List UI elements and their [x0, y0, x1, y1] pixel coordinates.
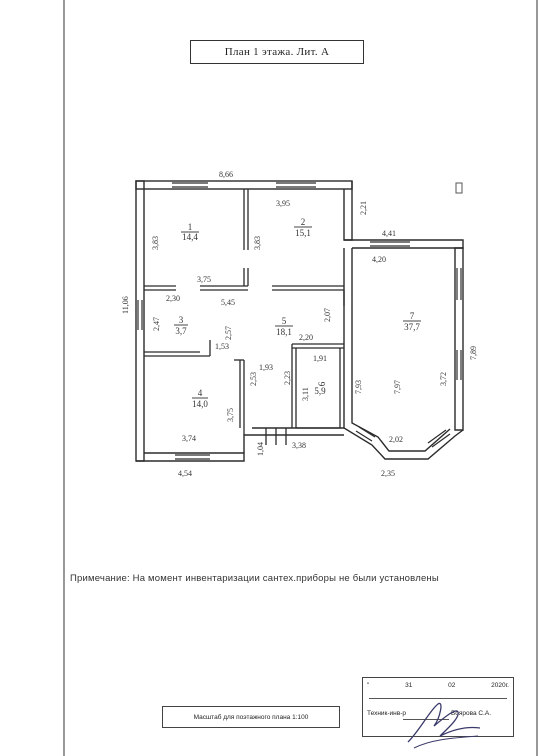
signature-icon — [407, 702, 481, 749]
stamp-year: 2020г. — [491, 682, 509, 689]
stamp-date-row: " 31 02 2020г. — [367, 682, 509, 689]
dim-room6-side2: 3,11 — [301, 387, 310, 401]
room-6-area: 5,9 — [314, 386, 326, 396]
stamp-name: Боярова С.А. — [451, 710, 492, 717]
room-3-area: 3,7 — [175, 326, 187, 336]
dim-room1-width: 3,75 — [197, 275, 211, 284]
dim-room4-width: 3,74 — [182, 434, 196, 443]
dim-hall-lower: 1,93 — [259, 363, 273, 372]
stamp-day: 31 — [405, 682, 413, 689]
dim-bay-outer: 2,35 — [381, 469, 395, 478]
plan-title: План 1 этажа. Лит. А — [190, 40, 364, 64]
room-2-number: 2 — [301, 217, 306, 227]
room-4-number: 4 — [198, 388, 203, 398]
dim-total-height: 11,06 — [121, 296, 130, 314]
dim-bay-inner: 2,02 — [389, 435, 403, 444]
dimension-labels: 8,66 11,06 3,83 3,75 3,95 3,83 2,21 4,41… — [121, 170, 478, 478]
room-labels: 1 14,4 2 15,1 3 3,7 4 14,0 5 18,1 6 5,9 … — [174, 217, 421, 409]
dim-room3-height: 2,47 — [152, 317, 161, 331]
room-4-area: 14,0 — [192, 399, 208, 409]
room-1-area: 14,4 — [182, 232, 198, 242]
dim-room3-width: 2,30 — [166, 294, 180, 303]
dim-room6-inner: 1,91 — [313, 354, 327, 363]
dim-total-width: 8,66 — [219, 170, 233, 179]
windows — [137, 182, 462, 460]
dim-room6-side: 2,23 — [283, 371, 292, 385]
dim-hall-small: 1,53 — [215, 342, 229, 351]
interior-walls — [144, 189, 345, 445]
room-5-area: 18,1 — [276, 327, 292, 337]
dim-porch-w: 3,38 — [292, 441, 306, 450]
room-2-area: 15,1 — [295, 228, 311, 238]
dim-room2-width: 3,95 — [276, 199, 290, 208]
dim-room4-height: 3,75 — [226, 408, 235, 422]
dim-hall-inner: 2,57 — [224, 326, 233, 340]
plan-note: Примечание: На момент инвентаризации сан… — [70, 573, 439, 584]
stamp-divider — [369, 698, 507, 699]
dim-room1-height: 3,83 — [151, 236, 160, 250]
dim-room7-top-inner: 4,20 — [372, 255, 386, 264]
dim-room6-top: 2,20 — [299, 333, 313, 342]
dim-porch-h: 1,04 — [256, 442, 265, 456]
room-6-number: 6 — [317, 381, 327, 386]
dim-room7-outer: 7,89 — [469, 346, 478, 360]
dim-bottom-left: 4,54 — [178, 469, 192, 478]
dim-hall-width: 5,45 — [221, 298, 235, 307]
dim-hall-vert: 2,07 — [323, 308, 332, 322]
dim-room7-top-outer: 4,41 — [382, 229, 396, 238]
dim-room7-left: 7,93 — [354, 380, 363, 394]
dim-hall-col: 2,53 — [249, 372, 258, 386]
stamp-role: Техник-инв-р — [367, 710, 407, 717]
dim-room7-right: 3,72 — [439, 372, 448, 386]
dim-right-step: 2,21 — [359, 201, 368, 215]
north-mark — [455, 182, 463, 194]
stamp-date-prefix: " — [367, 682, 370, 689]
scale-label: Масштаб для поэтажного плана 1:100 — [162, 706, 340, 728]
room-7-number: 7 — [410, 311, 415, 321]
room-7-area: 37,7 — [404, 322, 420, 332]
room-1-number: 1 — [188, 222, 193, 232]
room-3-number: 3 — [179, 315, 184, 325]
dim-room7-mid: 7,97 — [393, 380, 402, 394]
stamp-month: 02 — [448, 682, 456, 689]
dim-room2-height: 3,83 — [253, 236, 262, 250]
room-5-number: 5 — [282, 316, 287, 326]
